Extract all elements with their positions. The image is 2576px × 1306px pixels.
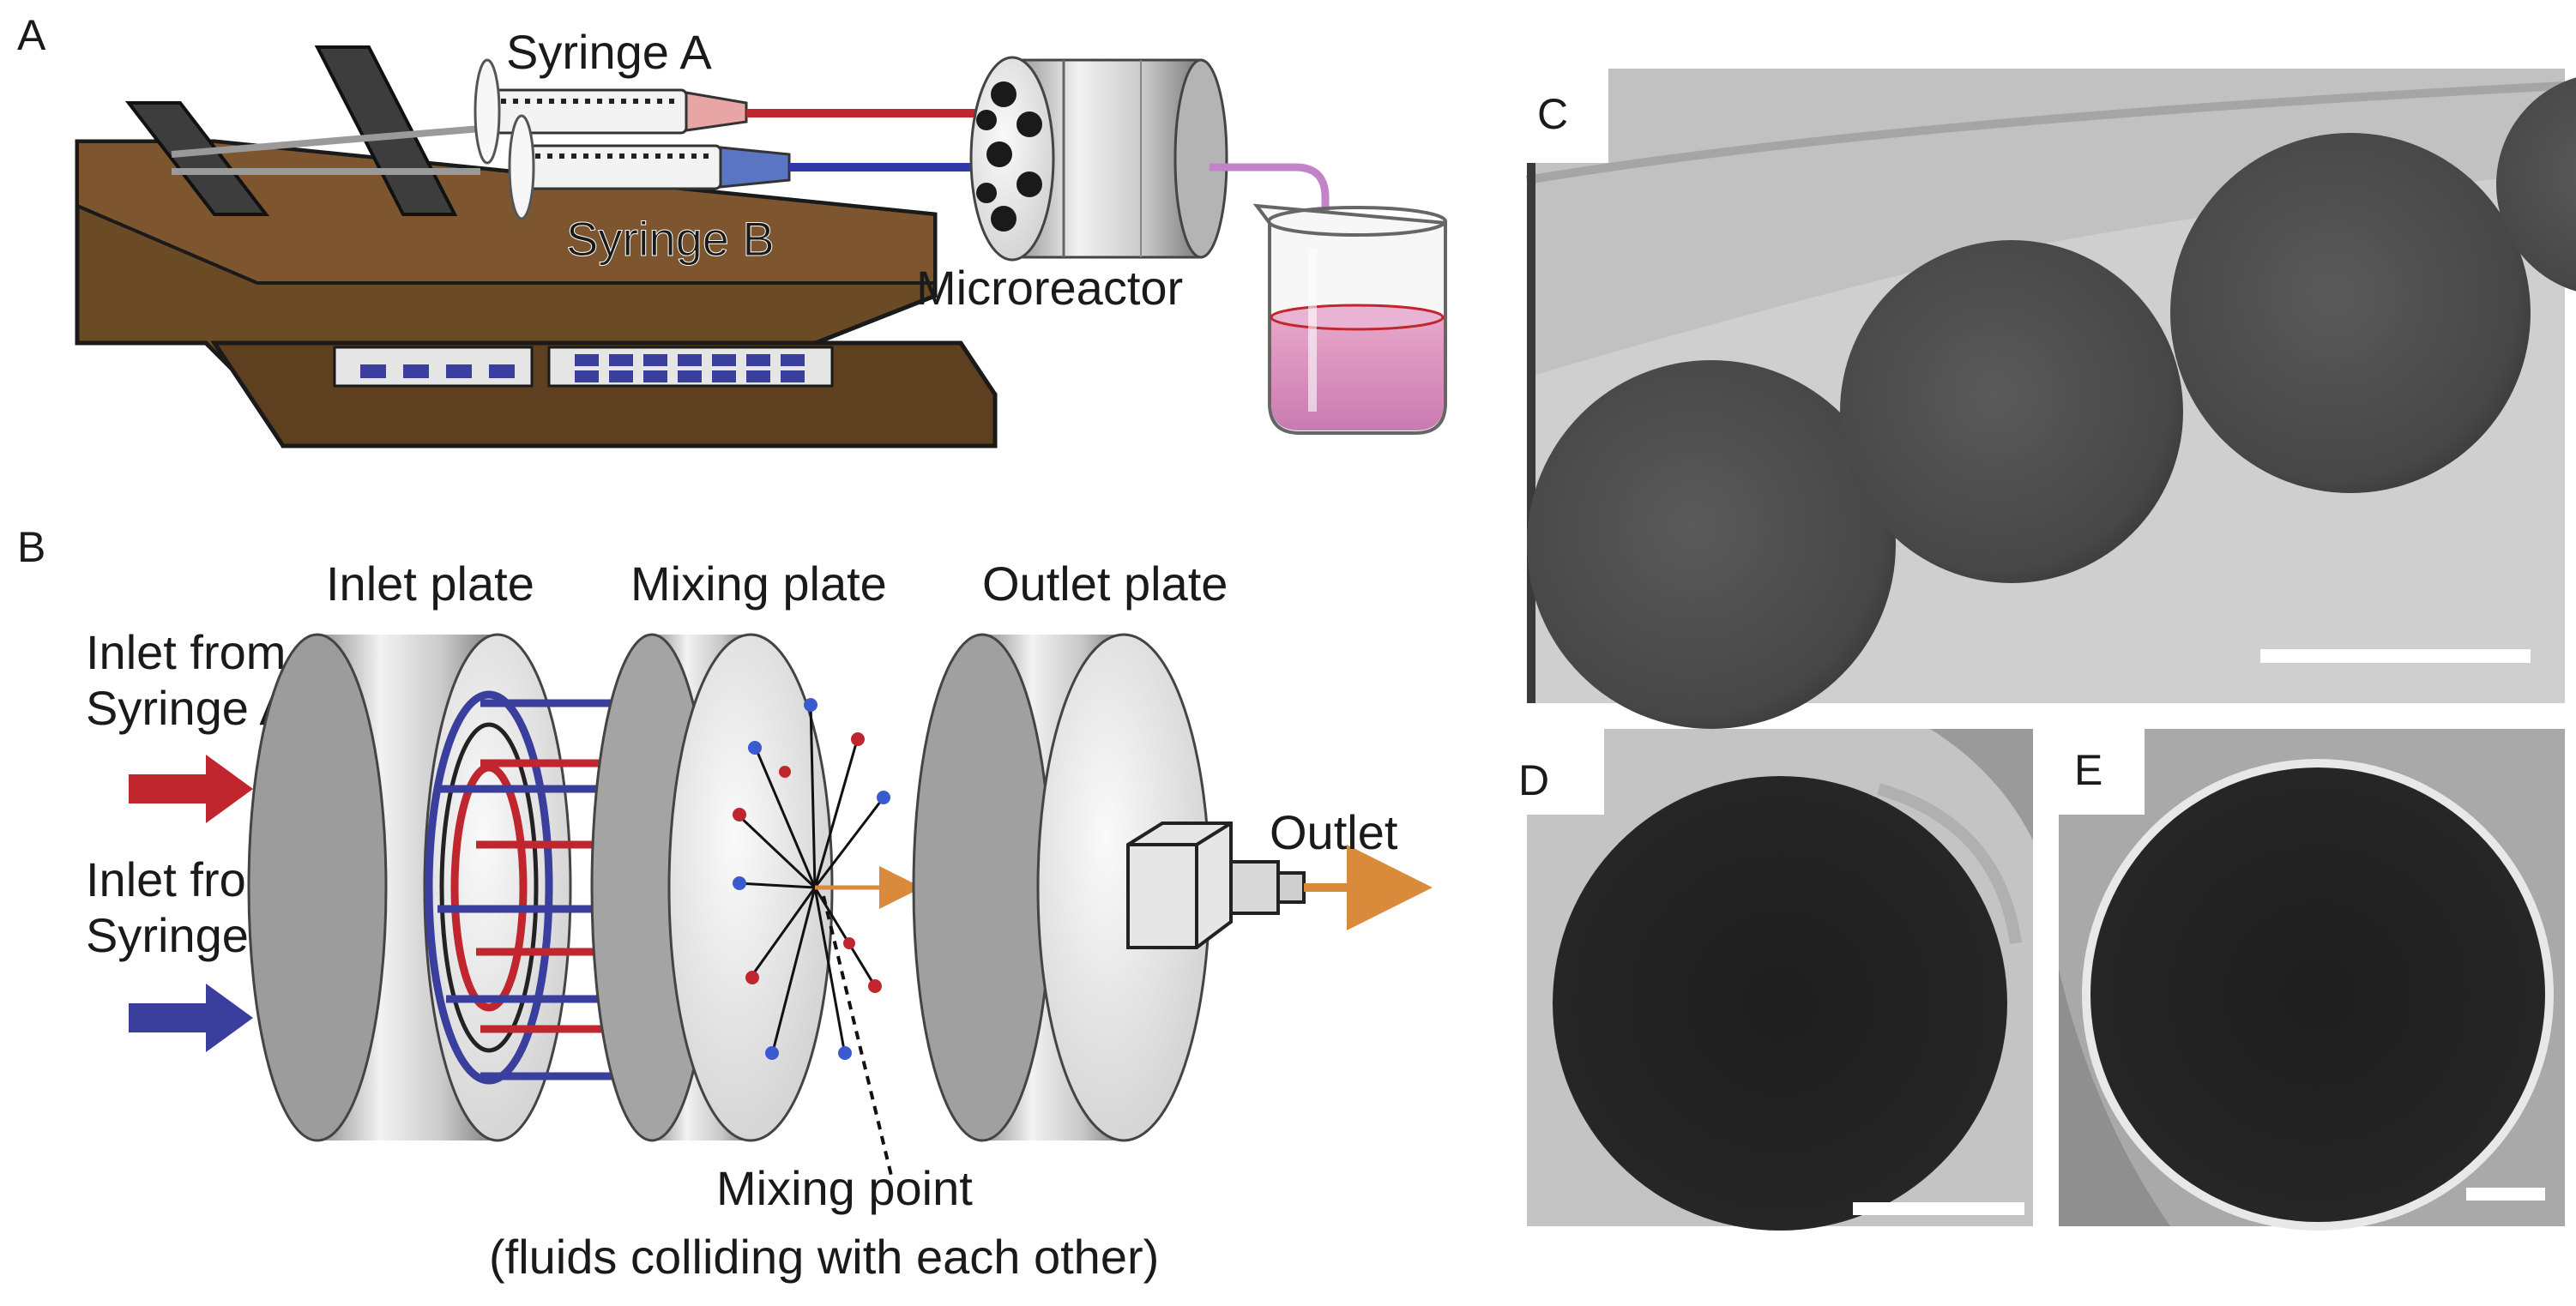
panel-e-letter: E <box>2074 746 2102 794</box>
outlet-plate <box>912 633 1433 1142</box>
inlet-plate <box>247 633 635 1142</box>
mixing-plate <box>590 633 922 1180</box>
syringe-b-label: Syringe B <box>566 212 775 266</box>
scale-bar-c <box>2260 649 2531 663</box>
microreactor <box>969 56 1330 262</box>
mixing-streams <box>736 702 885 1056</box>
mixing-plate-label: Mixing plate <box>630 557 887 611</box>
mixing-point-leader <box>822 895 894 1180</box>
outlet-fitting <box>1126 822 1306 949</box>
mixing-point-label-line2: (fluids colliding with each other) <box>489 1230 1159 1284</box>
mixing-point-label-line1: Mixing point <box>716 1161 973 1215</box>
inlet-plate-label: Inlet plate <box>326 557 534 611</box>
microreactor-label: Microreactor <box>916 261 1183 315</box>
outlet-label: Outlet <box>1270 805 1398 859</box>
inlet-b-arrow <box>129 984 253 1052</box>
panel-a-letter: A <box>17 11 46 59</box>
tem-spheres-c <box>1527 77 2576 729</box>
beaker <box>1252 203 1447 435</box>
panel-d: D <box>1518 729 2033 1231</box>
inlet-a-arrow <box>129 755 253 823</box>
panel-a: A <box>17 11 1447 448</box>
inlet-a-label-line1: Inlet from <box>86 625 286 679</box>
panel-c-letter: C <box>1537 90 1568 138</box>
outlet-plate-label: Outlet plate <box>982 557 1228 611</box>
scale-bar-d <box>1853 1202 2024 1215</box>
syringe-pump <box>75 45 998 448</box>
panel-b-letter: B <box>17 523 45 571</box>
scale-bar-e <box>2466 1188 2545 1201</box>
panel-b: B Inlet plate Mixing plate Outlet plate … <box>17 523 1433 1284</box>
syringe-a-label: Syringe A <box>506 25 712 79</box>
panel-d-letter: D <box>1518 756 1549 804</box>
panel-e: E <box>2059 729 2565 1231</box>
inlet-a-label-line2: Syringe A <box>86 681 292 735</box>
panel-c: C <box>1526 69 2576 729</box>
